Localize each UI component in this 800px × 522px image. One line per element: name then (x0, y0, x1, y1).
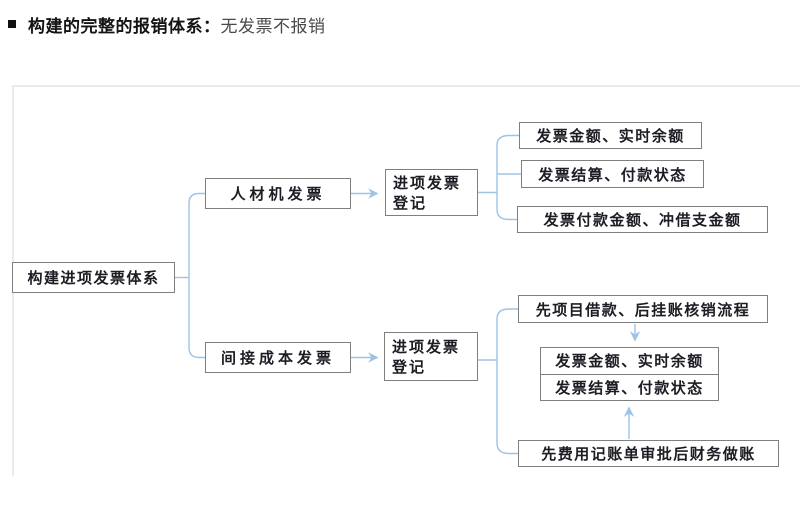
node-labor-material-machine-invoice: 人材机发票 (205, 178, 351, 209)
node-root-invoice-system: 构建进项发票体系 (12, 262, 175, 293)
register-line2: 登记 (392, 357, 427, 376)
node-project-loan-process: 先项目借款、后挂账核销流程 (518, 295, 768, 323)
register-line1: 进项发票 (393, 173, 462, 192)
node-input-invoice-register-bottom: 进项发票 登记 (384, 332, 478, 381)
node-invoice-amount-balance: 发票金额、实时余额 (519, 122, 702, 149)
title-emphasis: 构建的完整的报销体系： (28, 16, 221, 36)
result-row-amount-balance: 发票金额、实时余额 (541, 348, 718, 375)
register-line1: 进项发票 (392, 337, 461, 356)
slide-title: 构建的完整的报销体系： 无发票不报销 (8, 12, 326, 36)
node-input-invoice-register-top: 进项发票 登记 (385, 169, 478, 216)
node-invoice-settlement-status: 发票结算、付款状态 (521, 160, 704, 188)
square-bullet-icon (8, 20, 16, 28)
node-invoice-payment-offset: 发票付款金额、冲借支金额 (517, 206, 768, 233)
node-indirect-cost-invoice: 间接成本发票 (205, 342, 351, 373)
node-result-box: 发票金额、实时余额 发票结算、付款状态 (540, 347, 719, 401)
result-row-settlement-status: 发票结算、付款状态 (555, 378, 704, 397)
register-line2: 登记 (393, 193, 428, 212)
node-expense-approval-process: 先费用记账单审批后财务做账 (518, 440, 779, 467)
title-note: 无发票不报销 (220, 16, 326, 36)
